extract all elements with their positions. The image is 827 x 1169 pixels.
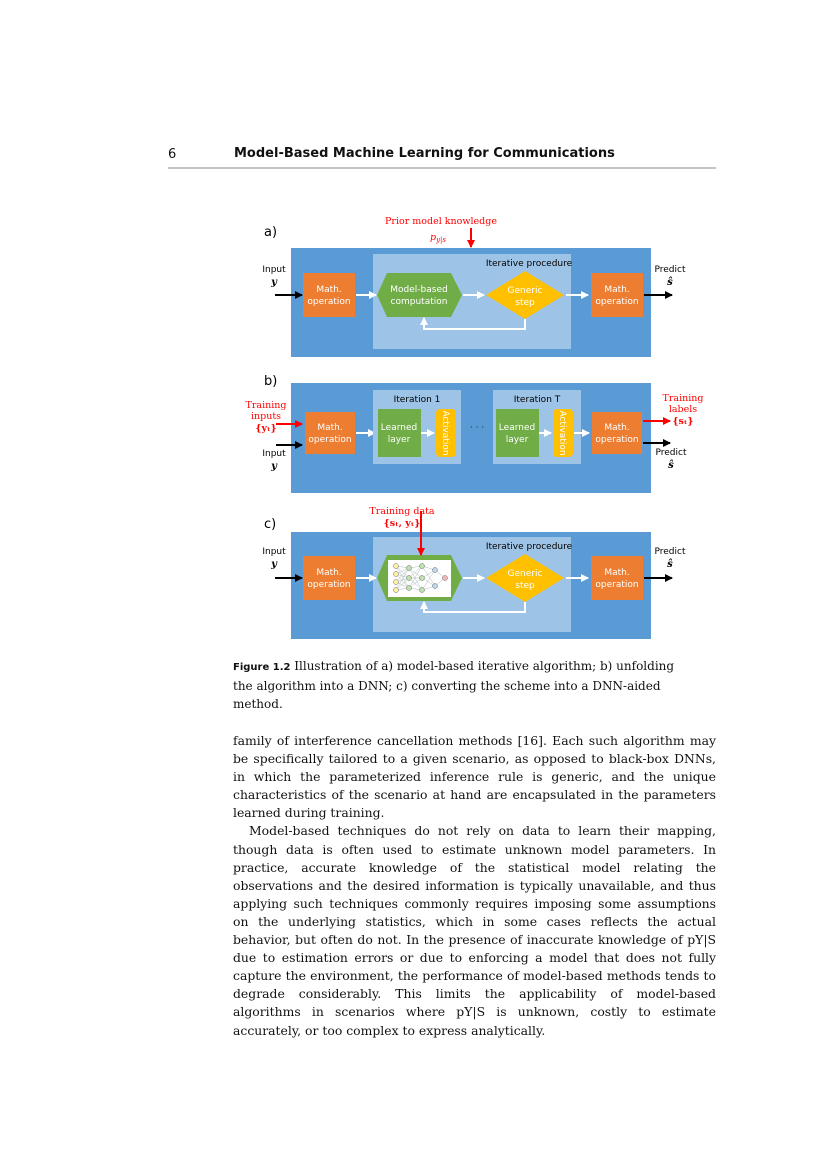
generic-c-line2: step [515, 581, 535, 591]
model-line1: Model-based [390, 285, 447, 295]
caption-text: Illustration of a) model-based iterative… [233, 659, 675, 711]
page-number: 6 [168, 147, 177, 162]
learned-layer-1 [378, 409, 421, 457]
training-labels-line2: labels [669, 404, 697, 415]
body-text: family of interference cancellation meth… [233, 732, 716, 1040]
model-line2: computation [391, 297, 448, 307]
feedback-arrow-c [420, 601, 526, 613]
learned-1-line2: layer [388, 435, 411, 445]
math-operation-left [303, 273, 355, 317]
input-label-b: Input [262, 449, 286, 459]
panel-c-tag: c) [264, 517, 276, 532]
generic-c-line1: Generic [508, 569, 543, 579]
iterative-procedure-title-c: Iterative procedure [486, 542, 573, 552]
predict-label-b: Predict [656, 448, 687, 458]
learned-T-line1: Learned [499, 423, 535, 433]
figure-1-2: .lab { font-family: "DejaVu Sans", sans-… [246, 216, 704, 639]
learned-T-line2: layer [506, 435, 529, 445]
ellipsis: · · · [470, 423, 484, 433]
math-operation-left-b [305, 412, 355, 454]
panel-a: a) Prior model knowledge py|s Iterative … [262, 216, 686, 357]
panel-a-tag: a) [264, 225, 277, 240]
training-inputs-set: {yₜ} [255, 423, 276, 434]
activation-1-label: Activation [440, 410, 450, 455]
iteration-T-title: Iteration T [514, 395, 561, 405]
panel-b-tag: b) [264, 374, 277, 389]
prior-knowledge-label: Prior model knowledge [385, 216, 497, 227]
training-data-line1: Training data [369, 506, 435, 517]
iterative-procedure-title: Iterative procedure [486, 259, 573, 269]
predict-symbol: ŝ [667, 277, 673, 288]
math-left-b-line1: Math. [317, 423, 342, 433]
math-left-line2: operation [307, 297, 350, 307]
math-right-b-line1: Math. [604, 423, 629, 433]
predict-label-c: Predict [655, 547, 686, 557]
iteration-1-title: Iteration 1 [394, 395, 441, 405]
running-title: Model-Based Machine Learning for Communi… [234, 146, 615, 161]
figure-caption: Figure 1.2 Illustration of a) model-base… [233, 657, 683, 713]
math-right-line1: Math. [604, 285, 629, 295]
paragraph-2: Model-based techniques do not rely on da… [233, 823, 716, 1038]
generic-line2: step [515, 298, 535, 308]
math-left-c-line2: operation [307, 580, 350, 590]
input-label-c: Input [262, 547, 286, 557]
input-symbol: y [270, 277, 278, 288]
training-inputs-line2: inputs [251, 411, 281, 422]
math-right-c-line1: Math. [604, 568, 629, 578]
learned-1-line1: Learned [381, 423, 417, 433]
learned-layer-T [496, 409, 539, 457]
caption-label: Figure 1.2 [233, 662, 291, 673]
predict-label: Predict [655, 265, 686, 275]
input-symbol-c: y [270, 559, 278, 570]
math-operation-right-c [591, 556, 643, 600]
feedback-arrow [420, 317, 526, 330]
training-labels-set: {sₜ} [672, 416, 693, 427]
prior-symbol: py|s [430, 232, 446, 244]
generic-step [486, 271, 564, 319]
predict-symbol-c: ŝ [667, 559, 673, 570]
neural-net-nodes [393, 563, 448, 593]
panel-c: c) Training data {sₜ, yₜ} Iterative proc… [262, 506, 686, 639]
training-labels-line1: Training [663, 393, 704, 404]
input-symbol-b: y [270, 461, 278, 472]
math-left-line1: Math. [316, 285, 341, 295]
activation-T-label: Activation [557, 410, 567, 455]
running-header: 6 Model-Based Machine Learning for Commu… [168, 145, 716, 169]
paragraph-1: family of interference cancellation meth… [233, 733, 716, 821]
math-right-c-line2: operation [595, 580, 638, 590]
math-left-c-line1: Math. [316, 568, 341, 578]
training-inputs-line1: Training [246, 400, 287, 411]
generic-step-c [486, 554, 564, 602]
panel-b: b) Training inputs {yₜ} Input y Math. op… [246, 374, 704, 493]
activation-T [553, 409, 573, 457]
model-based-computation [377, 273, 462, 317]
math-left-b-line2: operation [308, 435, 351, 445]
generic-line1: Generic [508, 286, 543, 296]
math-right-b-line2: operation [595, 435, 638, 445]
training-data-set: {sₜ, yₜ} [384, 518, 421, 529]
math-operation-left-c [303, 556, 355, 600]
math-operation-right-b [592, 412, 642, 454]
predict-symbol-b: ŝ [668, 460, 674, 471]
activation-1 [436, 409, 456, 457]
math-operation-right [591, 273, 643, 317]
input-label: Input [262, 265, 286, 275]
math-right-line2: operation [595, 297, 638, 307]
